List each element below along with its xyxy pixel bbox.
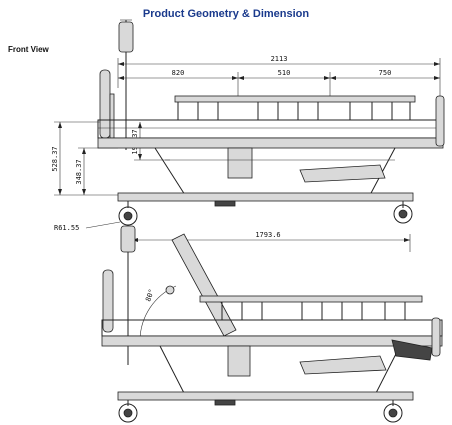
- page-title: Product Geometry & Dimension: [142, 8, 310, 20]
- dim-wheel-radius: R61.55: [54, 224, 79, 232]
- bed-bottom: [101, 225, 443, 423]
- bed-top: [97, 19, 445, 226]
- dim-seg-head: 820: [172, 69, 185, 77]
- dimension-lines-top: [54, 58, 441, 196]
- dim-seg-middle: 510: [278, 69, 291, 77]
- dim-total-length: 2113: [271, 55, 288, 63]
- dim-height-min: 348.37: [75, 159, 83, 184]
- dim-height-max: 528.37: [51, 146, 59, 171]
- dim-seg-foot: 750: [379, 69, 392, 77]
- view-label: Front View: [8, 45, 49, 54]
- dim-lower-length: 1793.6: [255, 231, 280, 239]
- wheel-radius-annotation: [85, 221, 121, 229]
- dim-backrest-angle: 80°: [144, 288, 156, 303]
